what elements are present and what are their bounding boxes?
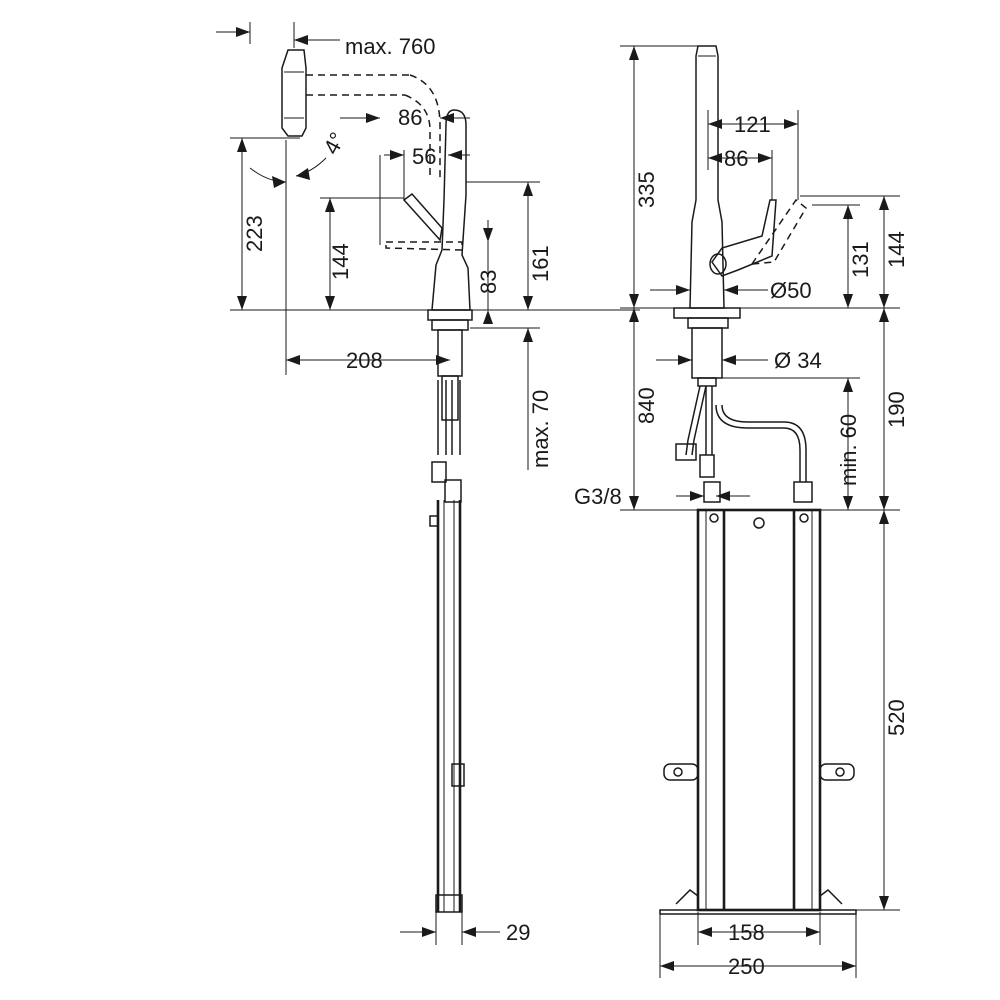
dim-connection-height: 190 <box>884 391 909 428</box>
dim-handle-offset: 56 <box>412 144 436 169</box>
dim-deck-thickness: max. 70 <box>528 390 553 468</box>
dim-connection-min: min. 60 <box>836 414 861 486</box>
side-view-dimension-lines <box>216 22 529 933</box>
dim-handle-height: 161 <box>528 245 553 282</box>
dim-cabinet-height: 520 <box>884 699 909 736</box>
front-view-dimension-lines <box>633 46 885 967</box>
dim-handle-reach: 121 <box>734 112 771 137</box>
front-view-arrowheads <box>629 46 889 971</box>
side-view-labels: max. 760 86 56 4° 223 144 161 83 208 max… <box>242 34 553 945</box>
dim-total-height: 223 <box>242 215 267 252</box>
front-view-faucet <box>659 45 857 915</box>
dim-head-offset: 86 <box>724 146 748 171</box>
dim-shank-diameter: Ø 34 <box>774 348 822 373</box>
dim-spout-angle: 4° <box>318 128 350 158</box>
dim-lever-height-front: 144 <box>884 231 909 268</box>
dim-projection: 208 <box>346 348 383 373</box>
dim-spout-offset: 86 <box>398 105 422 130</box>
side-view-faucet <box>281 49 473 913</box>
dim-spout-height-front: 131 <box>848 241 873 278</box>
dim-body-height: 335 <box>634 171 659 208</box>
dim-base-diameter: Ø50 <box>770 278 812 303</box>
front-view-extension-lines <box>620 45 900 978</box>
dim-thread: G3/8 <box>574 484 622 509</box>
dim-hose-length: 840 <box>634 387 659 424</box>
dim-outer-width: 250 <box>728 954 765 979</box>
dim-inner-width: 158 <box>728 920 765 945</box>
dim-base-width: 29 <box>506 920 530 945</box>
dim-lever-height: 83 <box>476 270 501 294</box>
front-view-labels: 335 121 86 131 144 Ø50 Ø 34 840 min. 60 … <box>574 112 909 979</box>
dim-max-reach: max. 760 <box>345 34 436 59</box>
side-view-arrowheads <box>236 27 533 937</box>
side-view-extension-lines <box>230 137 640 945</box>
dim-spout-height: 144 <box>328 243 353 280</box>
